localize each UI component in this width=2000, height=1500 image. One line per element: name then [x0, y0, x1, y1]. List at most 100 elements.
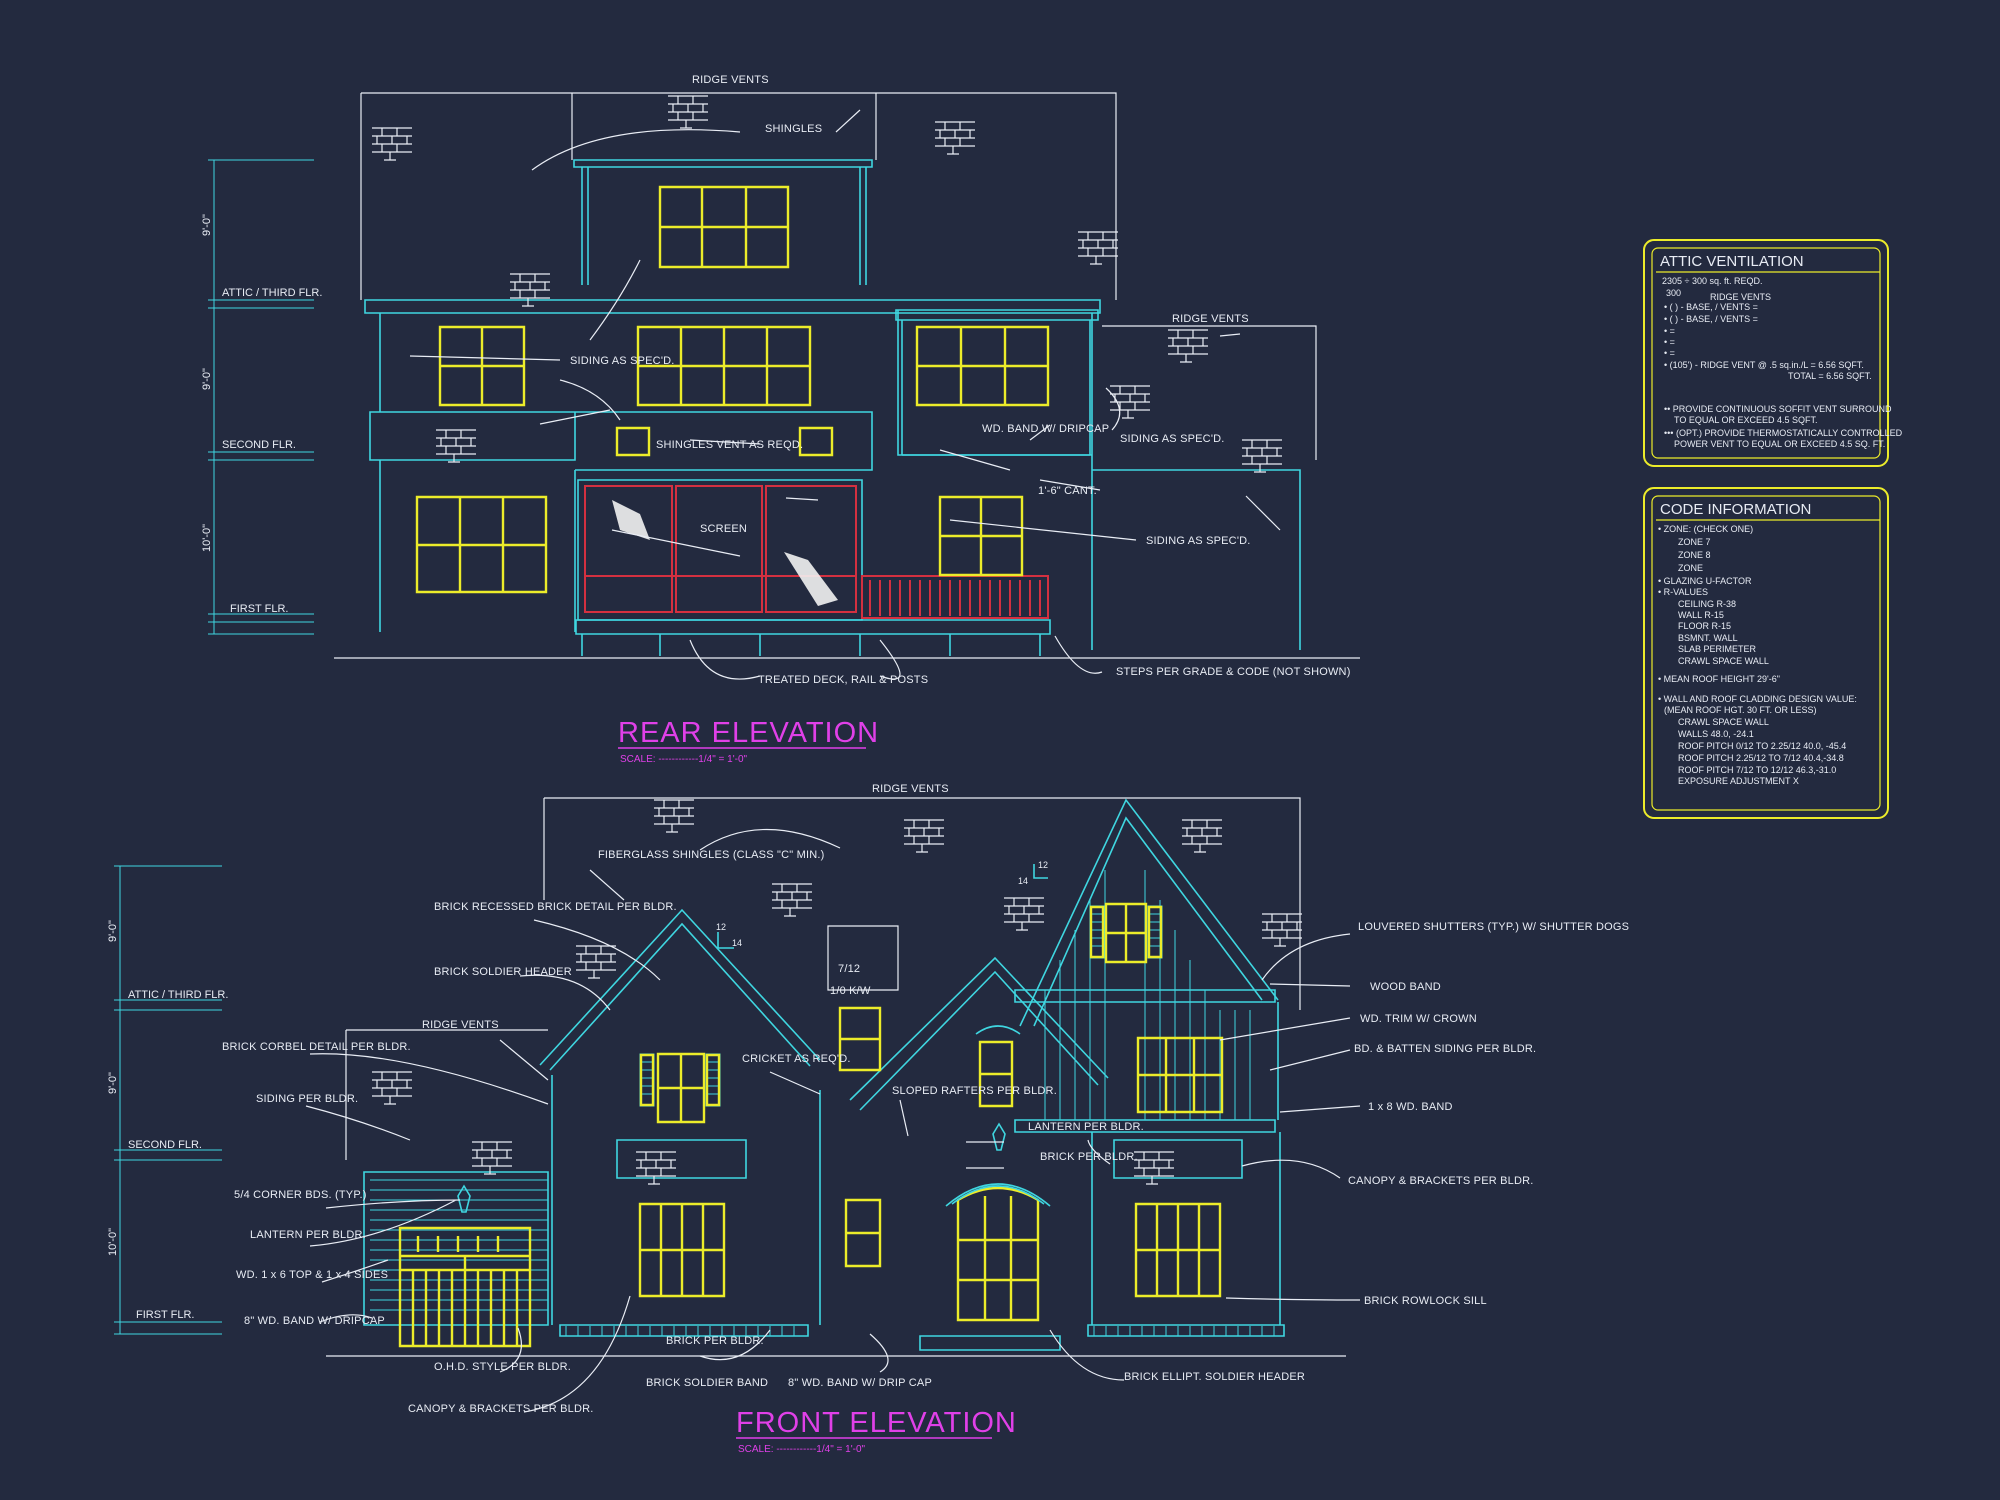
code-line: SLAB PERIMETER: [1678, 644, 1757, 654]
code-line: • ZONE: (CHECK ONE): [1658, 524, 1753, 534]
front-level-second: SECOND FLR.: [128, 1139, 202, 1151]
front-note-kw: 1/0 K/W: [830, 985, 871, 997]
front-note-ellipt-header: BRICK ELLIPT. SOLDIER HEADER: [1124, 1371, 1305, 1383]
rear-texts: RIDGE VENTS SHINGLES SIDING AS SPEC'D. S…: [201, 74, 1351, 765]
rear-note-wd-band: WD. BAND W/ DRIPCAP: [982, 423, 1109, 435]
code-line: WALLS 48.0, -24.1: [1678, 729, 1754, 739]
code-line: • MEAN ROOF HEIGHT 29'-6": [1658, 674, 1780, 684]
rear-note-shingles: SHINGLES: [765, 123, 822, 135]
code-line: ZONE 7: [1678, 537, 1711, 547]
front-note-wd-band: 8" WD. BAND W/ DRIP CAP: [788, 1377, 932, 1389]
front-texts: RIDGE VENTS FIBERGLASS SHINGLES (CLASS "…: [107, 783, 1629, 1455]
front-dim-1: 9'-0": [107, 920, 119, 942]
front-note-ridge-vents-2: RIDGE VENTS: [422, 1019, 499, 1031]
front-dim-2: 9'-0": [107, 1072, 119, 1094]
front-note-8-wd-band: 8" WD. BAND W/ DRIPCAP: [244, 1315, 385, 1327]
code-line: • WALL AND ROOF CLADDING DESIGN VALUE:: [1658, 694, 1857, 704]
rear-note-deck: TREATED DECK, RAIL & POSTS: [758, 674, 928, 686]
front-slope-1b: 14: [732, 938, 742, 948]
code-line: BSMNT. WALL: [1678, 633, 1738, 643]
rear-dim-2: 9'-0": [201, 368, 213, 390]
code-line: ROOF PITCH 0/12 TO 2.25/12 40.0, -45.4: [1678, 741, 1846, 751]
code-line: WALL R-15: [1678, 610, 1724, 620]
front-elevation-scale: SCALE: ------------1/4" = 1'-0": [738, 1444, 866, 1455]
front-slope-2a: 14: [1018, 876, 1028, 886]
front-note-brick-soldier-band: BRICK SOLDIER BAND: [646, 1377, 768, 1389]
front-note-pitch: 7/12: [838, 963, 860, 975]
front-note-wd-1x6: WD. 1 x 6 TOP & 1 x 4 SIDES: [236, 1269, 388, 1281]
front-note-siding: SIDING PER BLDR.: [256, 1093, 358, 1105]
attic-line: 2305 ÷ 300 sq. ft. REQD.: [1662, 276, 1763, 286]
code-line: CEILING R-38: [1678, 599, 1736, 609]
code-line: ZONE 8: [1678, 550, 1711, 560]
attic-line: • =: [1664, 326, 1675, 336]
code-line: ROOF PITCH 2.25/12 TO 7/12 40.4,-34.8: [1678, 753, 1844, 763]
rear-note-siding-2: SIDING AS SPEC'D.: [1120, 433, 1225, 445]
attic-line: • =: [1664, 337, 1675, 347]
front-note-brick-soldier-header: BRICK SOLDIER HEADER: [434, 966, 572, 978]
front-note-lantern: LANTERN PER BLDR.: [1028, 1121, 1144, 1133]
rear-level-attic: ATTIC / THIRD FLR.: [222, 287, 322, 299]
front-note-brick-corbel: BRICK CORBEL DETAIL PER BLDR.: [222, 1041, 411, 1053]
front-slope-2b: 12: [1038, 860, 1048, 870]
rear-note-screen: SCREEN: [700, 523, 747, 535]
front-note-bd-batten: BD. & BATTEN SIDING PER BLDR.: [1354, 1043, 1536, 1055]
rear-note-siding-3: SIDING AS SPEC'D.: [1146, 535, 1251, 547]
front-elevation: [114, 797, 1361, 1413]
attic-line: TO EQUAL OR EXCEED 4.5 SQFT.: [1674, 415, 1818, 425]
attic-line: RIDGE VENTS: [1710, 292, 1771, 302]
code-line: ZONE: [1678, 563, 1703, 573]
rear-note-siding-1: SIDING AS SPEC'D.: [570, 355, 675, 367]
front-note-ohd-style: O.H.D. STYLE PER BLDR.: [434, 1361, 571, 1373]
front-note-louvered: LOUVERED SHUTTERS (TYP.) W/ SHUTTER DOGS: [1358, 921, 1629, 933]
attic-line: • =: [1664, 348, 1675, 358]
rear-note-cant: 1'-6" CANT.: [1038, 485, 1097, 497]
code-line: EXPOSURE ADJUSTMENT X: [1678, 776, 1799, 786]
code-line: FLOOR R-15: [1678, 621, 1731, 631]
front-note-brick-1: BRICK PER BLDR.: [1040, 1151, 1138, 1163]
attic-ventilation-title: ATTIC VENTILATION: [1660, 253, 1804, 270]
front-note-1x8: 1 x 8 WD. BAND: [1368, 1101, 1453, 1113]
rear-dim-3: 10'-0": [201, 524, 213, 552]
front-note-brick-2: BRICK PER BLDR.: [666, 1335, 764, 1347]
code-information-panel: CODE INFORMATION • ZONE: (CHECK ONE) ZON…: [1643, 487, 1889, 819]
attic-line: • ( ) - BASE, / VENTS =: [1664, 302, 1758, 312]
attic-line: •• PROVIDE CONTINUOUS SOFFIT VENT SURROU…: [1664, 404, 1892, 414]
front-note-brick-recessed: BRICK RECESSED BRICK DETAIL PER BLDR.: [434, 901, 677, 913]
front-elevation-title: FRONT ELEVATION: [736, 1407, 1017, 1439]
attic-line: TOTAL = 6.56 SQFT.: [1788, 371, 1872, 381]
front-note-ridge-vents: RIDGE VENTS: [872, 783, 949, 795]
rear-level-first: FIRST FLR.: [230, 603, 288, 615]
front-note-corner-bds: 5/4 CORNER BDS. (TYP.): [234, 1189, 367, 1201]
rear-elevation-scale: SCALE: ------------1/4" = 1'-0": [620, 754, 748, 765]
rear-elevation: [208, 92, 1360, 680]
front-slope-1a: 12: [716, 922, 726, 932]
front-note-rowlock: BRICK ROWLOCK SILL: [1364, 1295, 1487, 1307]
rear-elevation-title: REAR ELEVATION: [618, 717, 879, 749]
front-note-lantern-2: LANTERN PER BLDR.: [250, 1229, 366, 1241]
code-information-title: CODE INFORMATION: [1660, 501, 1811, 518]
code-line: • GLAZING U-FACTOR: [1658, 576, 1752, 586]
rear-note-ridge-vents: RIDGE VENTS: [692, 74, 769, 86]
rear-note-ridge-vents-2: RIDGE VENTS: [1172, 313, 1249, 325]
attic-line: • (105') - RIDGE VENT @ .5 sq.in./L = 6.…: [1664, 360, 1864, 370]
front-note-canopy-left: CANOPY & BRACKETS PER BLDR.: [408, 1403, 594, 1415]
front-level-attic: ATTIC / THIRD FLR.: [128, 989, 228, 1001]
code-line: ROOF PITCH 7/12 TO 12/12 46.3,-31.0: [1678, 765, 1836, 775]
rear-dim-1: 9'-0": [201, 214, 213, 236]
front-level-first: FIRST FLR.: [136, 1309, 194, 1321]
rear-level-second: SECOND FLR.: [222, 439, 296, 451]
front-note-canopy-right: CANOPY & BRACKETS PER BLDR.: [1348, 1175, 1534, 1187]
front-dim-3: 10'-0": [107, 1228, 119, 1256]
attic-line: POWER VENT TO EQUAL OR EXCEED 4.5 SQ. FT…: [1674, 439, 1885, 449]
code-line: CRAWL SPACE WALL: [1678, 717, 1769, 727]
code-line: CRAWL SPACE WALL: [1678, 656, 1769, 666]
code-line: (MEAN ROOF HGT. 30 FT. OR LESS): [1664, 705, 1817, 715]
front-note-cricket: CRICKET AS REQ'D.: [742, 1053, 851, 1065]
front-note-wood-band: WOOD BAND: [1370, 981, 1441, 993]
rear-note-shingles-vent: SHINGLES VENT AS REQD.: [656, 439, 803, 451]
front-note-sloped-rafters: SLOPED RAFTERS PER BLDR.: [892, 1085, 1057, 1097]
front-note-wd-trim: WD. TRIM W/ CROWN: [1360, 1013, 1477, 1025]
rear-note-steps: STEPS PER GRADE & CODE (NOT SHOWN): [1116, 666, 1351, 678]
